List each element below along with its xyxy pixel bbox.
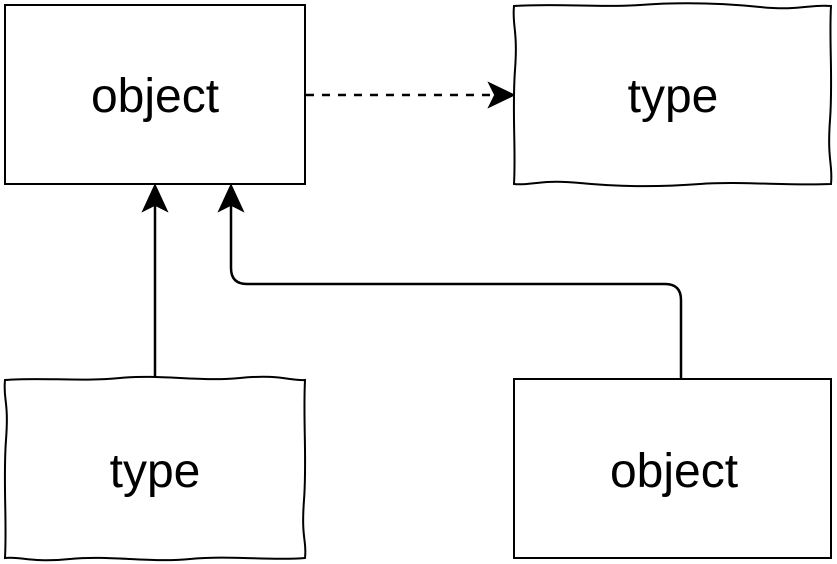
node-label: object: [610, 445, 738, 498]
edge-object-to-object-solid: [217, 183, 683, 379]
node-box: [512, 2, 833, 188]
arrowhead: [487, 81, 516, 109]
node-box: [3, 375, 307, 562]
node-box: [513, 378, 832, 559]
edge-object-to-type-dashed: [306, 81, 516, 109]
arrowhead: [141, 183, 169, 213]
node-object-top: object: [4, 4, 306, 185]
node-label: object: [91, 70, 219, 123]
node-box: [4, 4, 306, 185]
node-label: type: [628, 70, 719, 123]
node-label: type: [110, 445, 201, 498]
node-type-bottom: type: [3, 375, 307, 562]
edge-type-to-object-solid: [141, 183, 169, 379]
node-type-top: type: [512, 2, 833, 188]
arrowhead: [217, 183, 245, 213]
node-object-bottom: object: [513, 378, 832, 559]
